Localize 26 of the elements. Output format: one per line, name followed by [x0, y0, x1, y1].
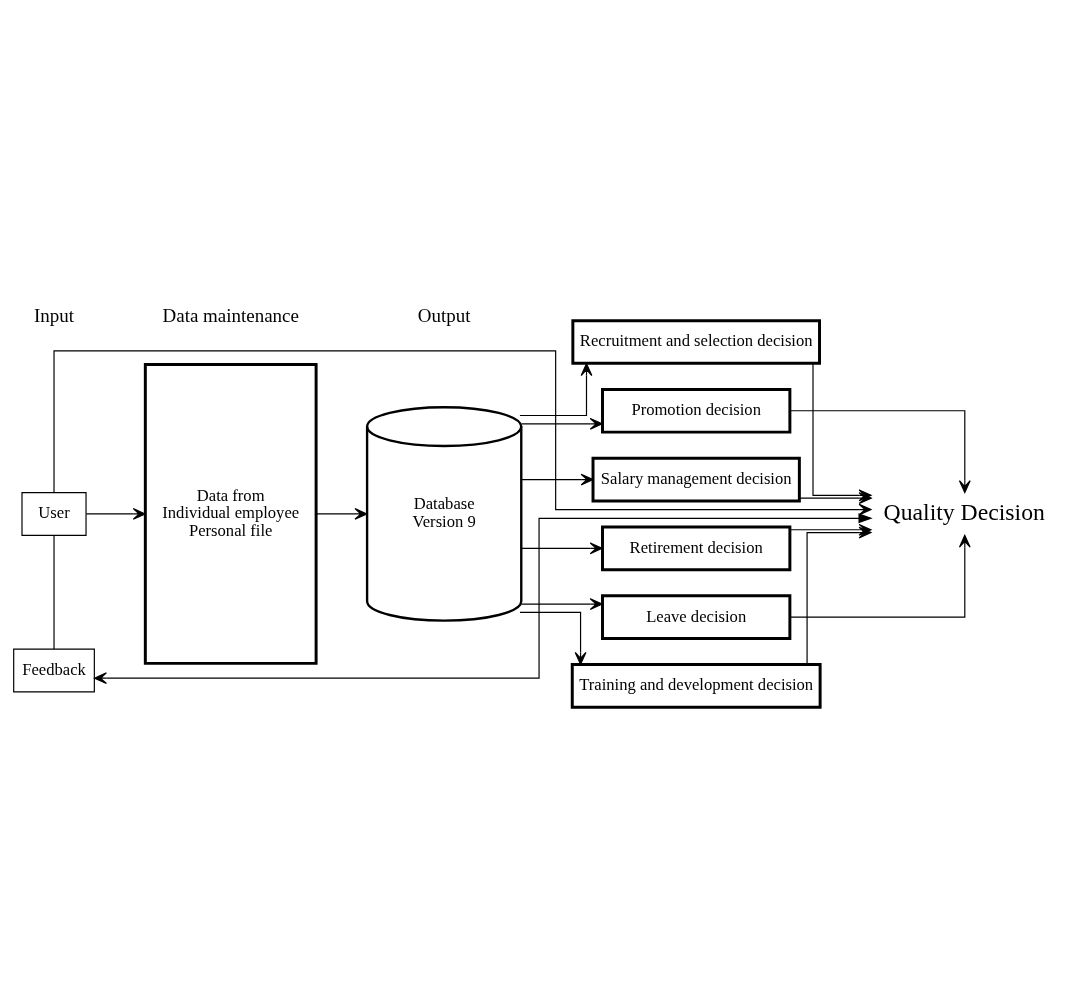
node-box: Retirement decision	[601, 525, 792, 572]
node-box: Training and development decision	[570, 663, 822, 709]
label: Output	[417, 304, 471, 326]
node-box: Feedback	[13, 648, 95, 693]
arrow	[315, 508, 368, 520]
arrow	[520, 598, 603, 610]
connector	[53, 535, 55, 650]
node-box: User	[21, 492, 87, 536]
node-box: Recruitment and selection decision	[571, 319, 821, 365]
node-box: Salary management decision	[591, 456, 801, 503]
label: Data maintenance	[162, 304, 299, 326]
arrow	[520, 417, 603, 430]
node-text: Quality Decision	[883, 498, 1045, 525]
label: Input	[33, 304, 75, 326]
node-box: Data from Individual employee Personal file	[143, 363, 318, 665]
node-box: Leave decision	[601, 594, 792, 640]
arrow	[519, 611, 587, 665]
arrow	[789, 534, 971, 618]
arrow	[520, 542, 603, 555]
arrow	[519, 363, 593, 417]
arrow	[520, 473, 594, 486]
arrow	[806, 526, 872, 665]
arrow	[789, 410, 971, 494]
arrow	[85, 508, 146, 520]
arrow	[798, 492, 872, 505]
node-box: Promotion decision	[601, 387, 792, 434]
